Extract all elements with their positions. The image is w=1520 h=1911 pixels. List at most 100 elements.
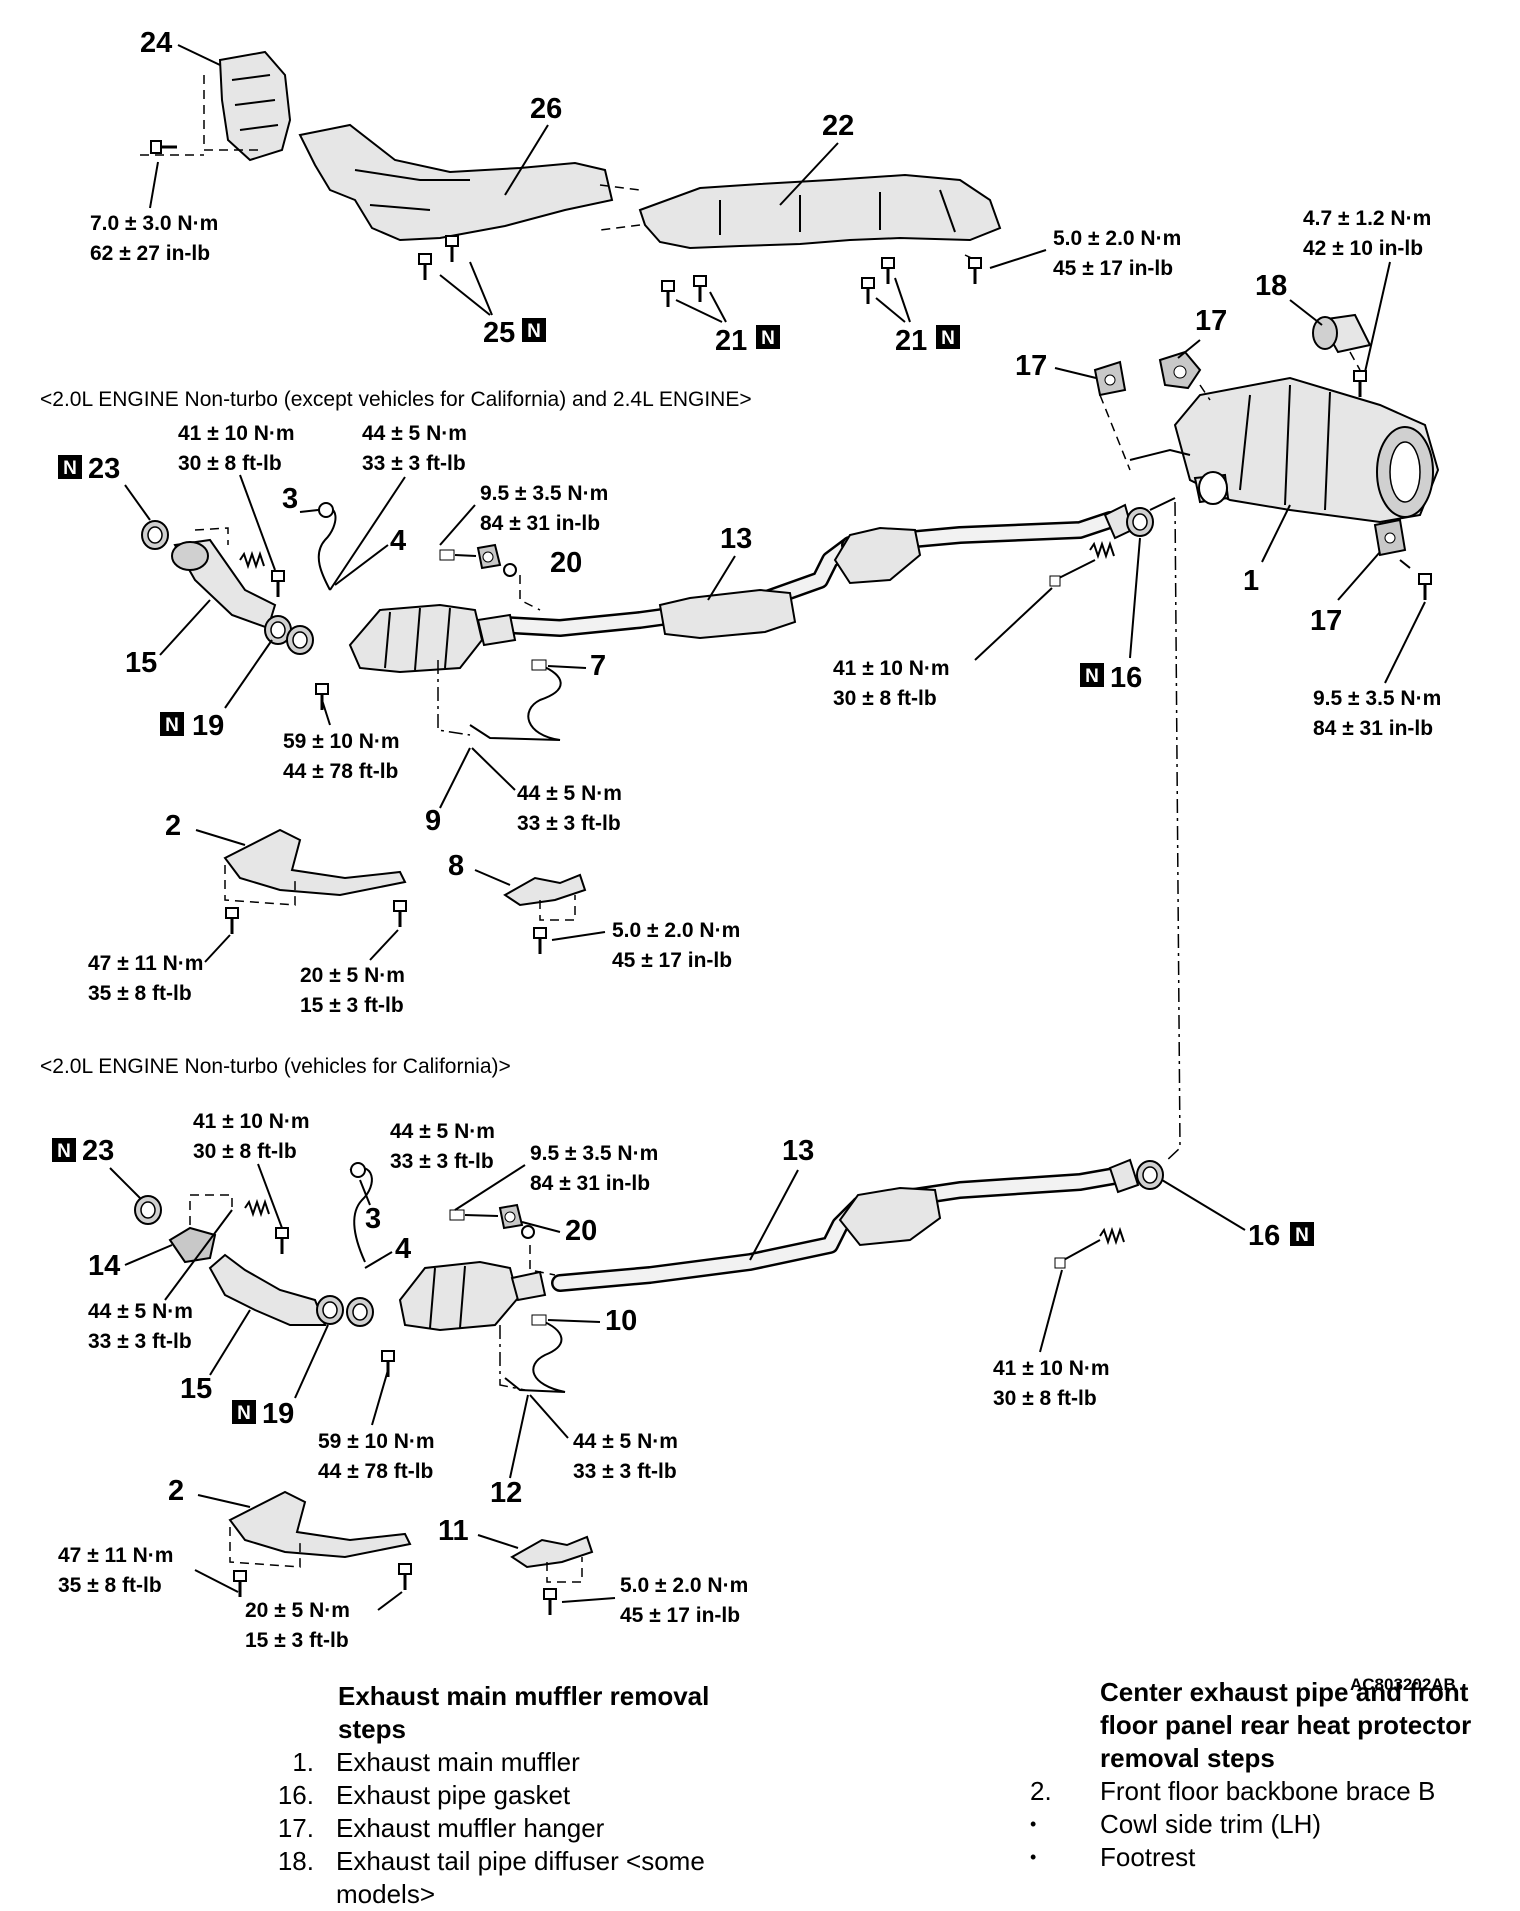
n-marker-icon	[1080, 663, 1104, 687]
torque-41-nm-lower-a: 41 ± 10 N·m	[193, 1110, 310, 1133]
step-number: 2.	[1030, 1776, 1052, 1806]
part-7-label: 7	[590, 650, 606, 682]
torque-47-nm-upper: 47 ± 11 N·m	[88, 952, 203, 975]
part-3-label-upper: 3	[282, 483, 298, 515]
part-19-label-upper: 19	[192, 710, 224, 742]
step-text: Exhaust pipe gasket	[336, 1780, 571, 1810]
torque-44-ft-lower-c: 33 ± 3 ft-lb	[573, 1460, 677, 1483]
part-10-label: 10	[605, 1305, 637, 1337]
torque-44-nm-upper-a: 44 ± 5 N·m	[362, 422, 467, 445]
torque-20-nm-lower: 20 ± 5 N·m	[245, 1599, 350, 1622]
n-marker-icon	[522, 318, 546, 342]
svg-text:N: N	[1085, 666, 1099, 687]
part-4-label-lower: 4	[395, 1233, 411, 1265]
svg-text:N: N	[63, 458, 77, 479]
torque-5-0-in-upper: 45 ± 17 in-lb	[612, 949, 732, 972]
part-13-label-lower: 13	[782, 1135, 814, 1167]
svg-text:N: N	[1295, 1225, 1309, 1246]
step-text: Front floor backbone brace B	[1100, 1776, 1436, 1806]
torque-44-ft-upper-a: 33 ± 3 ft-lb	[362, 452, 466, 475]
step-text: Exhaust tail pipe diffuser <some	[336, 1846, 705, 1876]
list-item: 2. Front floor backbone brace B	[1030, 1775, 1510, 1808]
catalytic-converter-center-upper	[833, 526, 922, 585]
part-22-label: 22	[822, 110, 854, 142]
torque-5-0-in-top: 45 ± 17 in-lb	[1053, 257, 1173, 280]
torque-44-ft-upper-b: 33 ± 3 ft-lb	[517, 812, 621, 835]
part-17-label-c: 17	[1310, 605, 1342, 637]
part-9-label: 9	[425, 805, 441, 837]
svg-text:N: N	[237, 1403, 251, 1424]
n-marker-icon	[58, 455, 82, 479]
n-marker-icon	[936, 325, 960, 349]
torque-9-5-nm-upper: 9.5 ± 3.5 N·m	[480, 482, 608, 505]
step-number: 1.	[292, 1747, 314, 1777]
muffler-steps-title-line2: steps	[338, 1714, 406, 1744]
torque-7-0-in: 62 ± 27 in-lb	[90, 242, 210, 265]
torque-44-nm-lower-a: 44 ± 5 N·m	[390, 1120, 495, 1143]
torque-4-7-nm: 4.7 ± 1.2 N·m	[1303, 207, 1431, 230]
list-item: 18. Exhaust tail pipe diffuser <some	[272, 1845, 792, 1878]
svg-text:N: N	[57, 1141, 71, 1162]
torque-41-ft-lower-a: 30 ± 8 ft-lb	[193, 1140, 297, 1163]
torque-9-5-in-lower: 84 ± 31 in-lb	[530, 1172, 650, 1195]
torque-59-ft-lower: 44 ± 78 ft-lb	[318, 1460, 433, 1483]
n-marker-icon	[1290, 1222, 1314, 1246]
part-26-shape	[298, 123, 614, 242]
part-17-label-b: 17	[1015, 350, 1047, 382]
brace-group-lower	[228, 1490, 594, 1617]
torque-47-ft-upper: 35 ± 8 ft-lb	[88, 982, 192, 1005]
torque-41-ft-lower-b: 30 ± 8 ft-lb	[993, 1387, 1097, 1410]
part-16-label-upper: 16	[1110, 662, 1142, 694]
torque-47-nm-lower: 47 ± 11 N·m	[58, 1544, 173, 1567]
lower-exhaust-assembly	[134, 1158, 1164, 1393]
part-1-label: 1	[1243, 565, 1259, 597]
section-header-top: <2.0L ENGINE Non-turbo (except vehicles …	[40, 388, 752, 411]
step-text: Exhaust muffler hanger	[336, 1813, 605, 1843]
brace-2-upper	[223, 828, 407, 897]
svg-text:N: N	[165, 715, 179, 736]
front-exhaust-pipe-lower	[208, 1253, 327, 1326]
part-25-label: 25	[483, 317, 515, 349]
torque-20-nm-upper: 20 ± 5 N·m	[300, 964, 405, 987]
part-21-label-left: 21	[715, 325, 747, 357]
part-26-label: 26	[530, 93, 562, 125]
torque-9-5-nm-lower: 9.5 ± 3.5 N·m	[530, 1142, 658, 1165]
muffler-steps-title-line1: Exhaust main muffler removal	[338, 1681, 710, 1711]
bracket-11	[510, 1535, 594, 1569]
list-item-continuation: models>	[272, 1878, 792, 1911]
torque-7-0-nm: 7.0 ± 3.0 N·m	[90, 212, 218, 235]
catalytic-converter-front-lower	[398, 1260, 520, 1332]
torque-44-nm-lower-b: 44 ± 5 N·m	[88, 1300, 193, 1323]
torque-59-nm-lower: 59 ± 10 N·m	[318, 1430, 435, 1453]
step-text: models>	[336, 1879, 435, 1909]
step-text: Cowl side trim (LH)	[1100, 1809, 1322, 1839]
torque-20-ft-upper: 15 ± 3 ft-lb	[300, 994, 404, 1017]
n-marker-icon	[52, 1138, 76, 1162]
svg-text:N: N	[761, 328, 775, 349]
torque-44-ft-lower-a: 33 ± 3 ft-lb	[390, 1150, 494, 1173]
section-header-bottom: <2.0L ENGINE Non-turbo (vehicles for Cal…	[40, 1055, 511, 1078]
torque-9-5-in-muffler: 84 ± 31 in-lb	[1313, 717, 1433, 740]
part-18-label: 18	[1255, 270, 1287, 302]
muffler-removal-steps: Exhaust main muffler removal steps 1. Ex…	[272, 1680, 792, 1911]
part-24-label: 24	[140, 27, 172, 59]
list-item: 16. Exhaust pipe gasket	[272, 1779, 792, 1812]
torque-5-0-nm-top: 5.0 ± 2.0 N·m	[1053, 227, 1181, 250]
center-pipe-removal-steps: Center exhaust pipe and front floor pane…	[1030, 1676, 1510, 1874]
n-marker-icon	[160, 712, 184, 736]
resonator-upper	[658, 588, 797, 640]
part-19-label-lower: 19	[262, 1398, 294, 1430]
brace-group-upper	[223, 828, 587, 956]
torque-5-0-nm-lower: 5.0 ± 2.0 N·m	[620, 1574, 748, 1597]
part-21-label-right: 21	[895, 325, 927, 357]
bracket-8	[503, 873, 587, 907]
list-item: 1. Exhaust main muffler	[272, 1746, 792, 1779]
part-13-label-upper: 13	[720, 523, 752, 555]
heat-protector-group	[140, 50, 1002, 309]
upper-exhaust-assembly	[141, 502, 1154, 741]
step-text: Exhaust main muffler	[336, 1747, 580, 1777]
part-8-label: 8	[448, 850, 464, 882]
list-item: 17. Exhaust muffler hanger	[272, 1812, 792, 1845]
step-number: 18.	[277, 1846, 314, 1876]
